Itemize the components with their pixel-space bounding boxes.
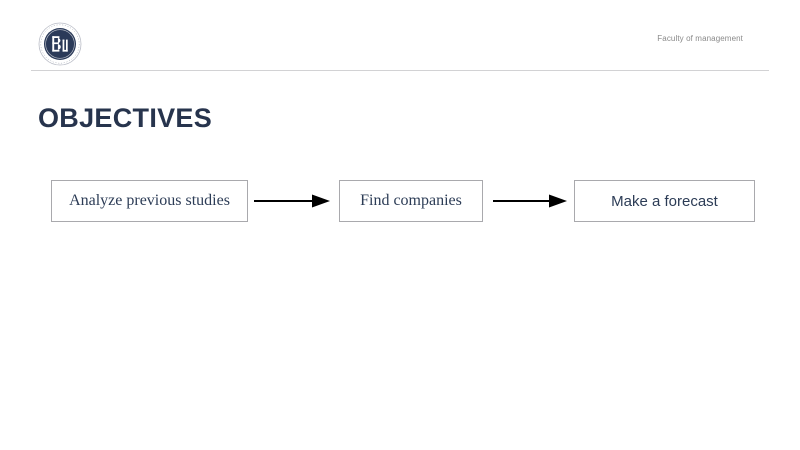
faculty-label: Faculty of management	[657, 34, 743, 43]
arrow-right-icon	[248, 189, 339, 213]
slide-header: Faculty of management	[0, 0, 800, 71]
flow-step-label: Make a forecast	[611, 192, 718, 210]
objectives-flow-diagram: Analyze previous studies Find companies …	[51, 179, 758, 223]
flow-step-analyze-previous-studies: Analyze previous studies	[51, 180, 248, 222]
flow-step-find-companies: Find companies	[339, 180, 483, 222]
arrow-right-icon	[483, 189, 574, 213]
hse-university-logo-icon	[38, 22, 82, 66]
page-title: OBJECTIVES	[38, 103, 213, 133]
flow-step-label: Find companies	[360, 192, 462, 209]
header-divider	[31, 70, 769, 71]
flow-step-make-a-forecast: Make a forecast	[574, 180, 755, 222]
flow-step-label: Analyze previous studies	[69, 192, 230, 209]
